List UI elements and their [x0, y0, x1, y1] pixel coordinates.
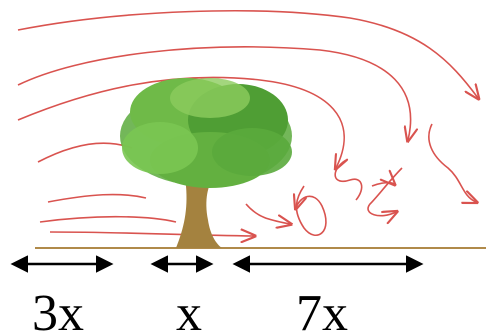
streamline-5: [47, 193, 147, 203]
streamline-eddy-2: [296, 185, 327, 236]
label-downwind: 7x: [296, 285, 348, 336]
streamline-eddy-4: [367, 167, 403, 216]
streamline-2: [17, 46, 411, 140]
streamline-eddy-5: [371, 183, 394, 186]
label-upwind: 3x: [32, 285, 84, 336]
streamline-eddy-3: [334, 159, 363, 201]
streamline-6: [39, 215, 177, 223]
tree-canopy: [120, 78, 292, 188]
streamline-right: [428, 123, 476, 202]
streamline-ground: [49, 232, 254, 236]
streamline-top: [17, 10, 478, 98]
wind-streamlines: [17, 10, 478, 236]
streamline-3: [17, 76, 344, 168]
streamline-eddy-1: [245, 203, 290, 224]
label-tree: x: [176, 285, 202, 336]
streamline-4: [37, 142, 133, 163]
